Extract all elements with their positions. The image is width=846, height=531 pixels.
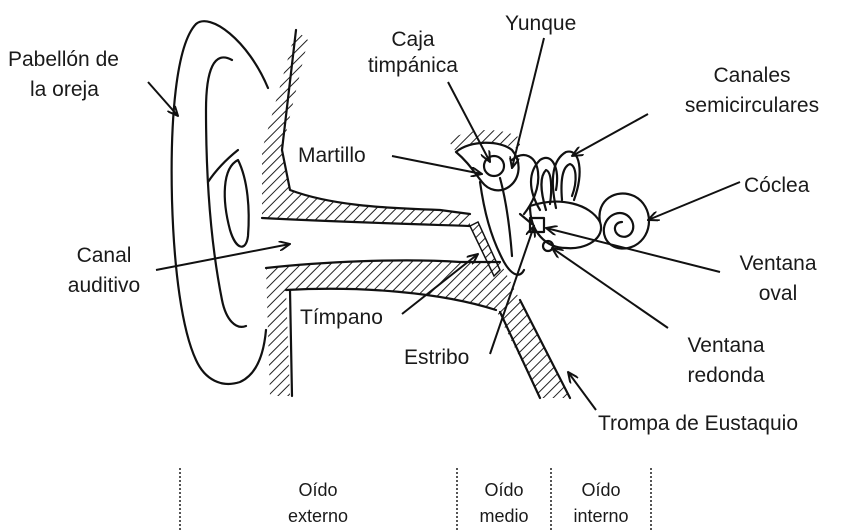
- label-canales-line2: semicirculares: [685, 94, 819, 117]
- section-externo-line2: externo: [288, 506, 348, 526]
- label-caja-line2: timpánica: [368, 54, 458, 77]
- label-ventana-oval-line2: oval: [759, 282, 798, 305]
- label-pabellon-line2: la oreja: [30, 78, 99, 101]
- arrow-ventana-oval: [546, 228, 720, 272]
- arrow-canales: [572, 114, 648, 156]
- label-estribo: Estribo: [404, 346, 469, 369]
- label-pabellon-line1: Pabellón de: [8, 48, 119, 71]
- section-labels: Oído externo Oído medio Oído interno: [288, 480, 629, 526]
- section-medio-line2: medio: [479, 506, 528, 526]
- label-coclea: Cóclea: [744, 174, 810, 197]
- arrow-yunque: [512, 38, 544, 168]
- label-canal-line1: Canal: [77, 244, 132, 267]
- section-externo-line1: Oído: [298, 480, 337, 500]
- inner-ear-drawing: [530, 152, 649, 249]
- section-medio-line1: Oído: [484, 480, 523, 500]
- label-canal-line2: auditivo: [68, 274, 140, 297]
- arrow-ventana-redonda: [552, 248, 668, 328]
- label-canales-line1: Canales: [713, 64, 790, 87]
- arrow-trompa: [568, 372, 596, 410]
- arrow-coclea: [648, 182, 740, 220]
- label-martillo: Martillo: [298, 144, 366, 167]
- label-trompa: Trompa de Eustaquio: [598, 412, 798, 435]
- section-interno-line1: Oído: [581, 480, 620, 500]
- label-caja-line1: Caja: [391, 28, 435, 51]
- pinna-drawing: [172, 21, 268, 384]
- label-yunque: Yunque: [505, 12, 576, 35]
- label-timpano: Tímpano: [300, 306, 383, 329]
- section-interno-line2: interno: [573, 506, 628, 526]
- label-ventana-redonda-line1: Ventana: [687, 334, 764, 357]
- arrow-pabellon: [148, 82, 178, 116]
- label-ventana-redonda-line2: redonda: [687, 364, 764, 387]
- label-ventana-oval-line1: Ventana: [739, 252, 816, 275]
- arrow-caja: [448, 82, 490, 162]
